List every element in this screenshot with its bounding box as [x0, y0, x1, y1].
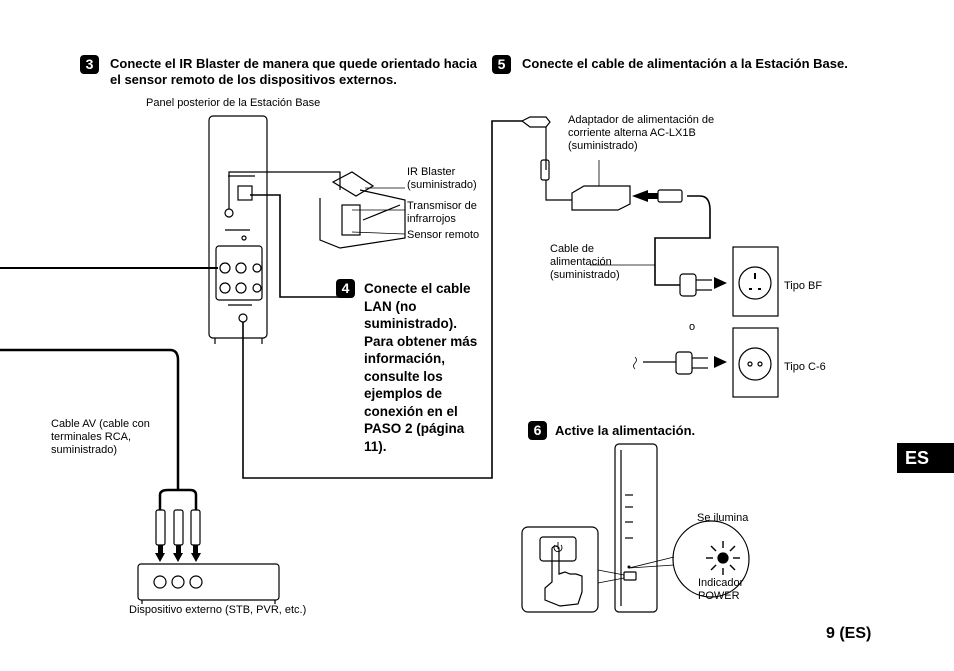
lan-cable [250, 194, 350, 298]
external-device-ir-sensor [319, 189, 406, 249]
dc-plug [520, 116, 551, 128]
rca-plug-yellow [155, 509, 166, 546]
power-indicator-label: Indicador POWER [698, 577, 744, 602]
av-jack-panel [215, 245, 263, 301]
base-station-rear-panel [208, 115, 268, 339]
ac-plug-bf [679, 273, 697, 297]
power-button-zoom [521, 526, 599, 613]
outlet-bf [732, 246, 779, 317]
ir-blaster-head [331, 171, 375, 197]
av-cable-label: Cable AV (cable con terminales RCA, sumi… [51, 418, 150, 456]
rear-panel-label: Panel posterior de la Estación Base [146, 97, 321, 109]
base-station-front [614, 443, 658, 613]
step-3-badge: 3 [80, 55, 99, 74]
step-6-title: Active la alimentación. [555, 423, 696, 438]
external-device-label: Dispositivo externo (STB, PVR, etc.) [129, 604, 307, 616]
power-cable-label: Cable de alimentación (suministrado) [550, 243, 620, 281]
outlet-c6 [732, 327, 779, 398]
adapter-label: Adaptador de alimentación de corriente a… [568, 114, 715, 152]
step-4-badge: 4 [336, 279, 355, 298]
finger-press-icon [544, 545, 583, 607]
plug-type-bf-label: Tipo BF [784, 280, 823, 292]
step-4-title: Conecte el cable LAN (no suministrado). … [364, 281, 478, 454]
power-button [623, 571, 637, 581]
plug-type-c6-label: Tipo C-6 [784, 361, 826, 373]
ir-blaster-label: IR Blaster (suministrado) [407, 166, 477, 191]
av-cable [0, 348, 180, 490]
ac-adapter [571, 185, 631, 211]
power-indicator-zoom [672, 520, 750, 598]
external-device-box [137, 563, 280, 601]
step-6-badge: 6 [528, 421, 547, 440]
or-label: o [689, 321, 696, 333]
rca-plug-red [190, 509, 201, 546]
page-number: 9 (ES) [826, 625, 872, 642]
language-tab: ES [897, 443, 954, 473]
rca-plug-white [173, 509, 184, 546]
ir-transmitter-label: Transmisor de infrarrojos [407, 200, 477, 225]
remote-sensor-label: Sensor remoto [407, 229, 480, 241]
step-5-title: Conecte el cable de alimentación a la Es… [522, 56, 848, 71]
lights-up-label: Se ilumina [697, 512, 749, 524]
step-3-title: Conecte el IR Blaster de manera que qued… [110, 56, 477, 87]
ac-plug-c6 [675, 351, 693, 375]
step-5-badge: 5 [492, 55, 511, 74]
